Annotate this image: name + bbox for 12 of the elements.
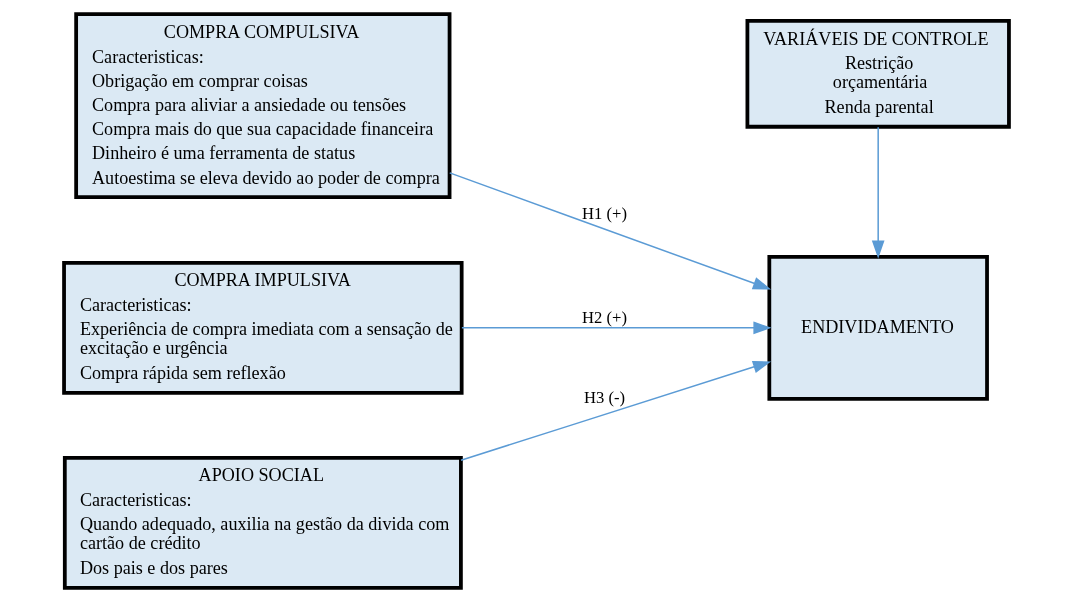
arrow [448,172,771,290]
arrow [460,321,772,335]
node-box: VARIÁVEIS DE CONTROLE Restrição orçamentária Renda parental [745,19,1011,129]
node-box: ENDIVIDAMENTO [766,254,989,401]
arrow [871,126,885,259]
node-box: COMPRA IMPULSIVA Caracteristicas: Experiência de compra imediata com a sensação de excitação e urgência Compra rápida sem reflexão [61,260,464,395]
edge-label: H1 (+) [581,203,627,223]
node-box: APOIO SOCIAL Caracteristicas: Quando adequado, auxilia na gestão da divida com cartão de crédito Dos pais e dos pares [62,455,463,590]
arrow [459,360,771,461]
edge-label: H2 (+) [581,308,627,327]
node-box: COMPRA COMPULSIVA Caracteristicas: Obrigação em comprar coisas Compra para aliviar a ansiedade ou tensões Compra mais do que sua capacidade financeira Dinheiro é uma ferramenta de status Autoestima se eleva devido ao poder de compra [73,12,451,199]
edge-label: H3 (-) [583,388,625,408]
